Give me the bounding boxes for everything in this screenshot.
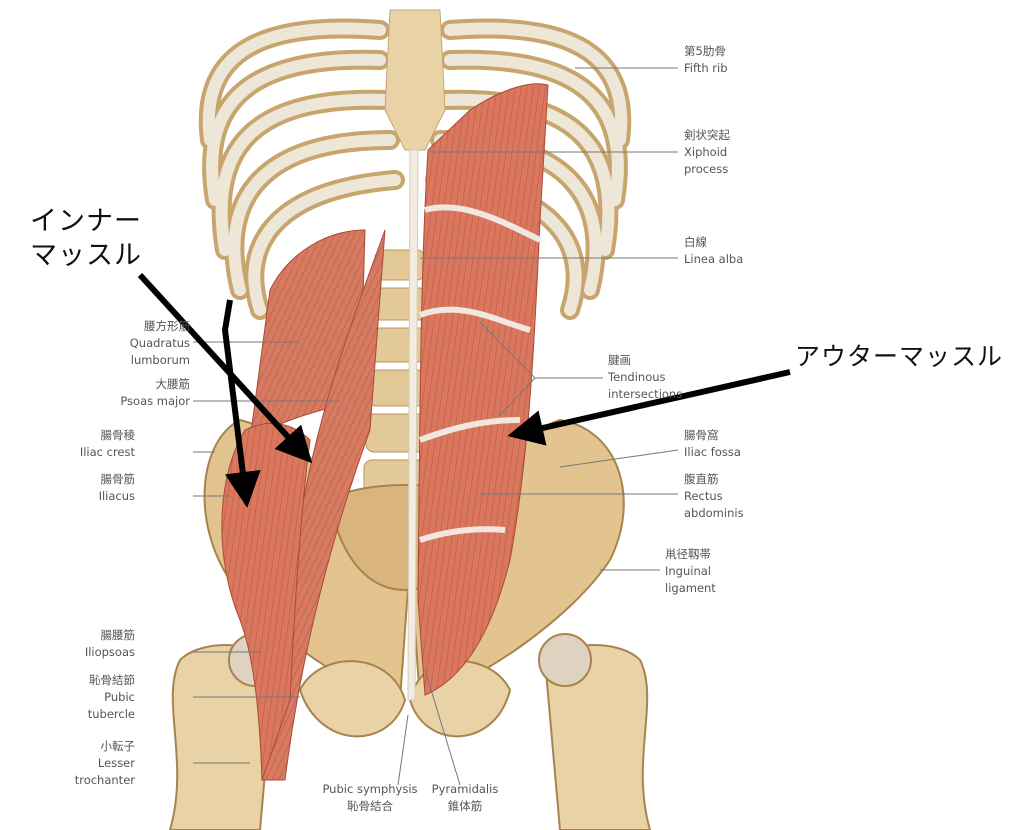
annotation-arrows (137, 272, 791, 508)
femurs (168, 633, 652, 830)
inner-muscle-annotation: インナーマッスル (30, 206, 142, 271)
outer-muscle-annotation: アウターマッスル (795, 342, 1004, 371)
linea-alba (407, 149, 419, 701)
leader-lines (193, 67, 679, 786)
muscles (221, 83, 549, 781)
ribcage (198, 18, 632, 320)
rectus-abdominis (417, 83, 549, 696)
sternum (384, 9, 446, 151)
